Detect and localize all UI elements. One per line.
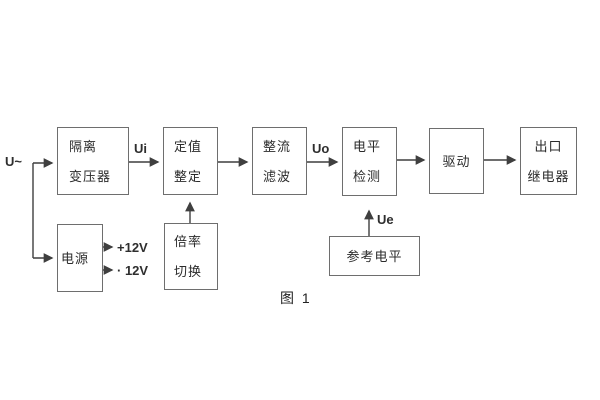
figure-caption: 图 1 xyxy=(280,290,312,306)
box-line: 参考电平 xyxy=(346,248,403,264)
box-rectify-filter: 整流 滤波 xyxy=(252,127,307,195)
box-line: 滤波 xyxy=(263,168,292,184)
box-isolation-transformer: 隔离 变压器 xyxy=(57,127,129,195)
label-input-voltage: U~ xyxy=(5,154,22,169)
label-minus-12v: · 12V xyxy=(117,263,149,278)
box-line: 检测 xyxy=(353,169,382,184)
box-output-relay: 出口 继电器 xyxy=(520,127,577,195)
box-line: 变压器 xyxy=(69,168,112,184)
box-line: 定值 xyxy=(174,138,203,154)
box-level-detect: 电平 检测 xyxy=(342,127,397,196)
box-line: 出口 xyxy=(534,138,563,154)
box-drive: 驱动 xyxy=(429,128,484,194)
box-line: 整定 xyxy=(174,168,203,184)
box-line: 继电器 xyxy=(527,168,570,184)
box-power-supply: 电源 xyxy=(57,224,103,292)
box-line: 切换 xyxy=(174,264,203,279)
box-line: 隔离 xyxy=(69,138,98,154)
box-line: 电平 xyxy=(353,139,382,154)
box-ratio-switch: 倍率 切换 xyxy=(164,223,218,290)
label-plus-12v: +12V xyxy=(117,240,148,255)
box-line: 整流 xyxy=(263,138,292,154)
box-line: 电源 xyxy=(61,250,90,266)
label-ui: Ui xyxy=(134,141,147,156)
box-setting-adjust: 定值 整定 xyxy=(163,127,218,195)
box-reference-level: 参考电平 xyxy=(329,236,420,276)
label-uo: Uo xyxy=(312,141,330,156)
label-ue: Ue xyxy=(377,212,394,227)
box-line: 倍率 xyxy=(174,234,203,249)
box-line: 驱动 xyxy=(442,153,471,169)
